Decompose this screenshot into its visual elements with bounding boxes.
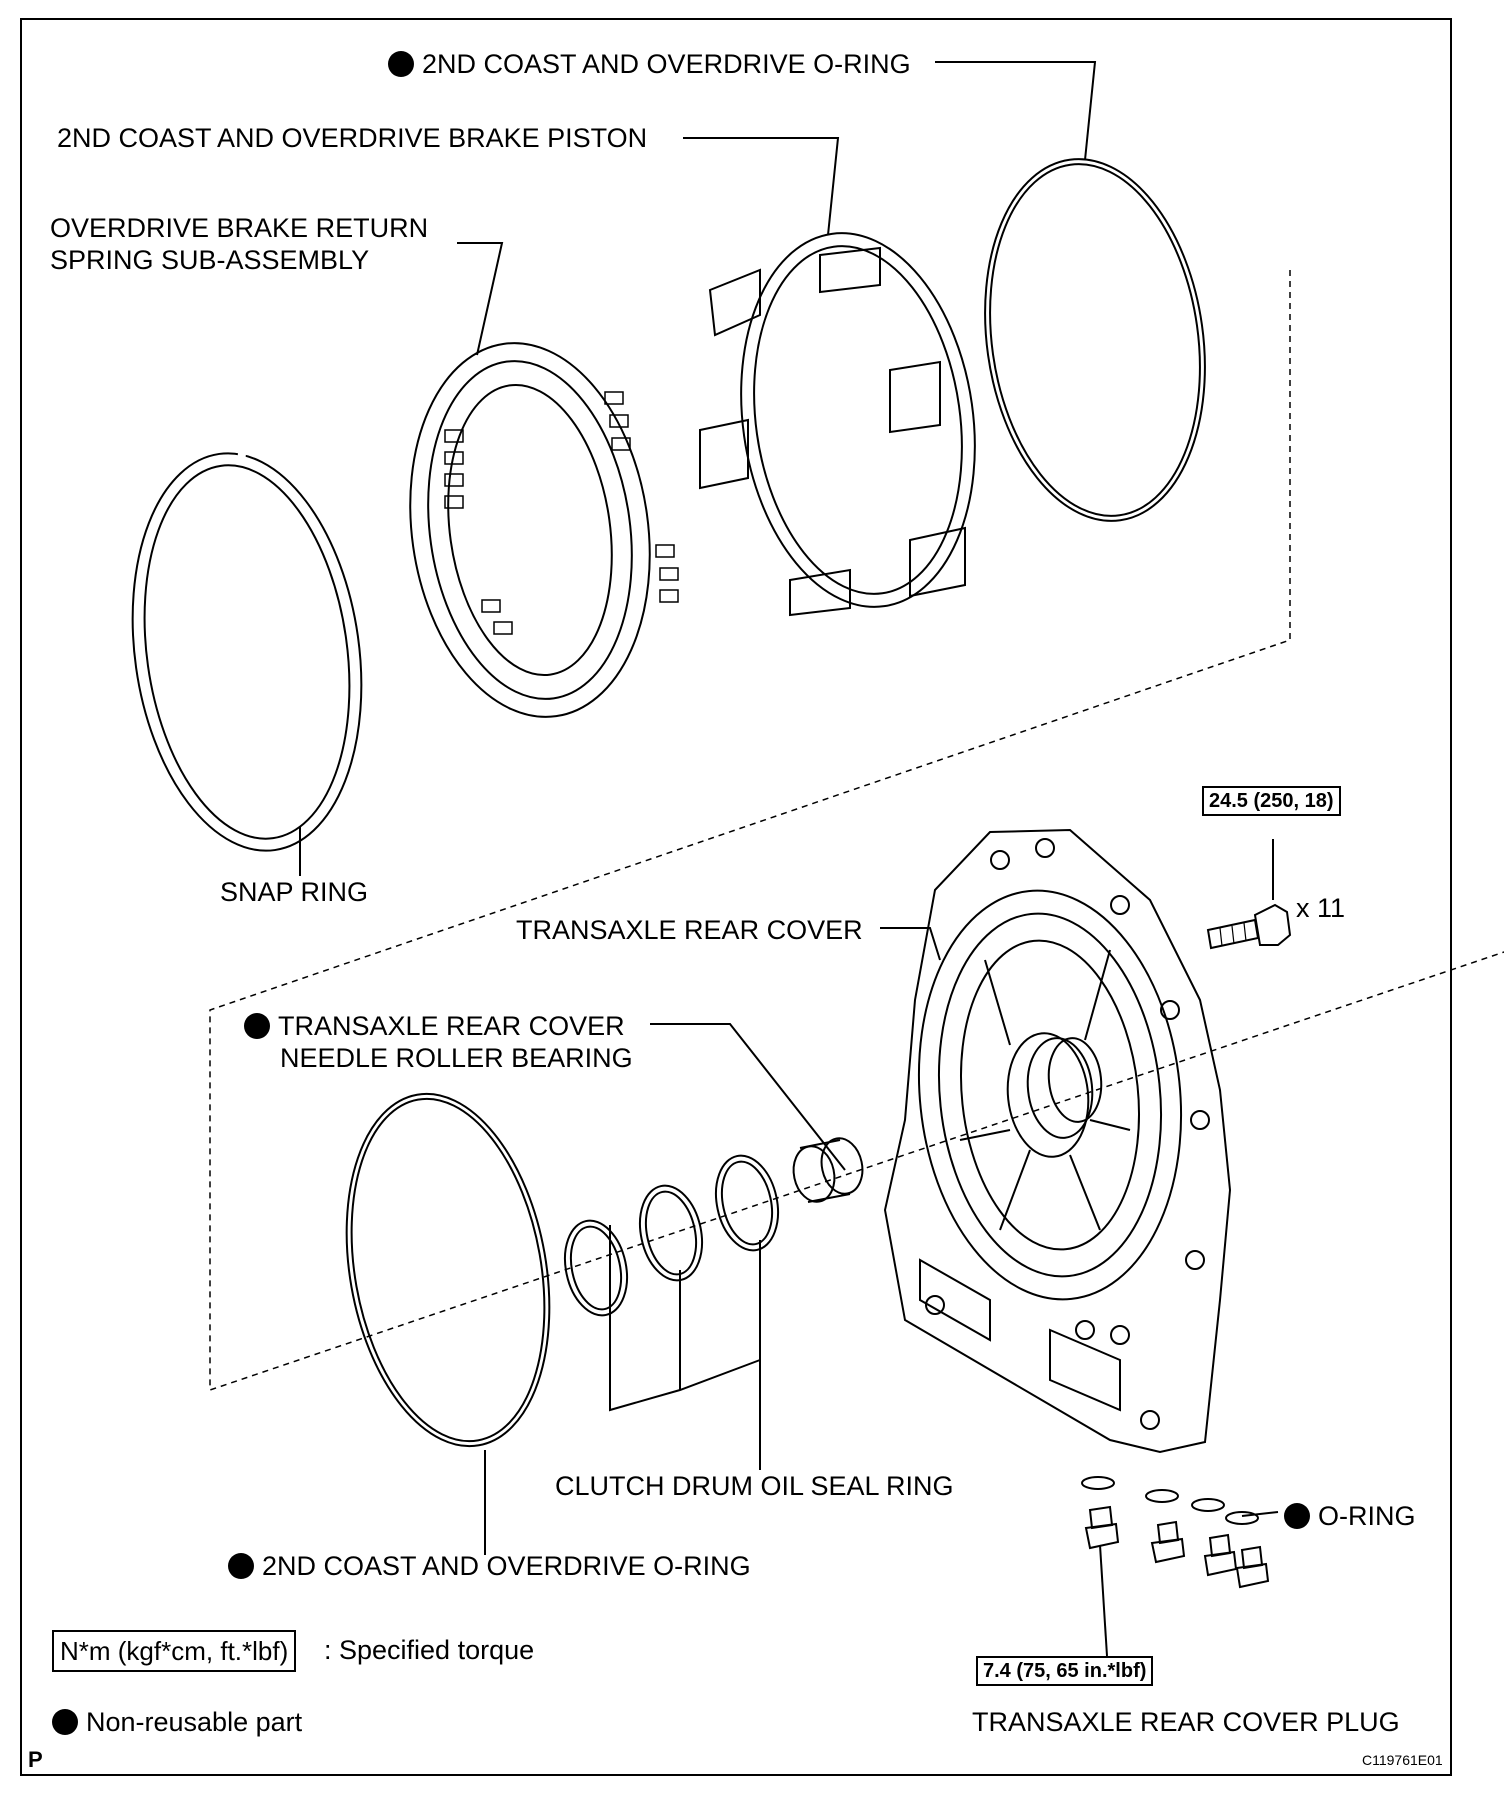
- label-bolt-qty: x 11: [1296, 893, 1346, 923]
- label-small-oring: O-RING: [1284, 1500, 1416, 1532]
- label-seal-ring: CLUTCH DRUM OIL SEAL RING: [555, 1471, 954, 1501]
- label-oring-bottom: 2ND COAST AND OVERDRIVE O-RING: [228, 1550, 751, 1582]
- torque-bolt: 24.5 (250, 18): [1202, 786, 1341, 816]
- corner-letter: P: [28, 1747, 43, 1772]
- snap-ring: [131, 444, 363, 852]
- non-reusable-dot-icon: [228, 1553, 254, 1579]
- torque-plug: 7.4 (75, 65 in.*lbf): [976, 1656, 1154, 1686]
- oil-seal-rings: [564, 1154, 779, 1317]
- legend-torque-box: N*m (kgf*cm, ft.*lbf): [52, 1630, 297, 1672]
- figure-code: C119761E01: [1362, 1752, 1443, 1768]
- o-ring-bottom: [345, 1092, 551, 1448]
- diagram-frame: [20, 18, 1452, 1776]
- legend-nonreusable: Non-reusable part: [52, 1706, 302, 1738]
- non-reusable-dot-icon: [1284, 1503, 1310, 1529]
- brake-piston: [699, 232, 976, 617]
- cover-bolt: [1206, 903, 1292, 950]
- non-reusable-dot-icon: [388, 51, 414, 77]
- non-reusable-dot-icon: [244, 1013, 270, 1039]
- label-piston: 2ND COAST AND OVERDRIVE BRAKE PISTON: [57, 123, 648, 153]
- label-oring-top: 2ND COAST AND OVERDRIVE O-RING: [388, 48, 911, 80]
- non-reusable-dot-icon: [52, 1709, 78, 1735]
- assembly-boundary: [209, 270, 1504, 1392]
- label-bearing: TRANSAXLE REAR COVER NEEDLE ROLLER BEARI…: [244, 1010, 633, 1074]
- o-ring-top: [984, 158, 1206, 522]
- needle-roller-bearing: [792, 1137, 864, 1203]
- leader-lines: [299, 61, 1279, 1657]
- cover-plugs: [1081, 1476, 1270, 1589]
- label-rear-cover: TRANSAXLE REAR COVER: [516, 915, 863, 945]
- legend-torque-text: : Specified torque: [324, 1635, 535, 1665]
- label-snap-ring: SNAP RING: [220, 877, 369, 907]
- label-plug: TRANSAXLE REAR COVER PLUG: [972, 1707, 1400, 1737]
- rear-cover: [883, 828, 1232, 1454]
- return-spring-assembly: [409, 342, 679, 718]
